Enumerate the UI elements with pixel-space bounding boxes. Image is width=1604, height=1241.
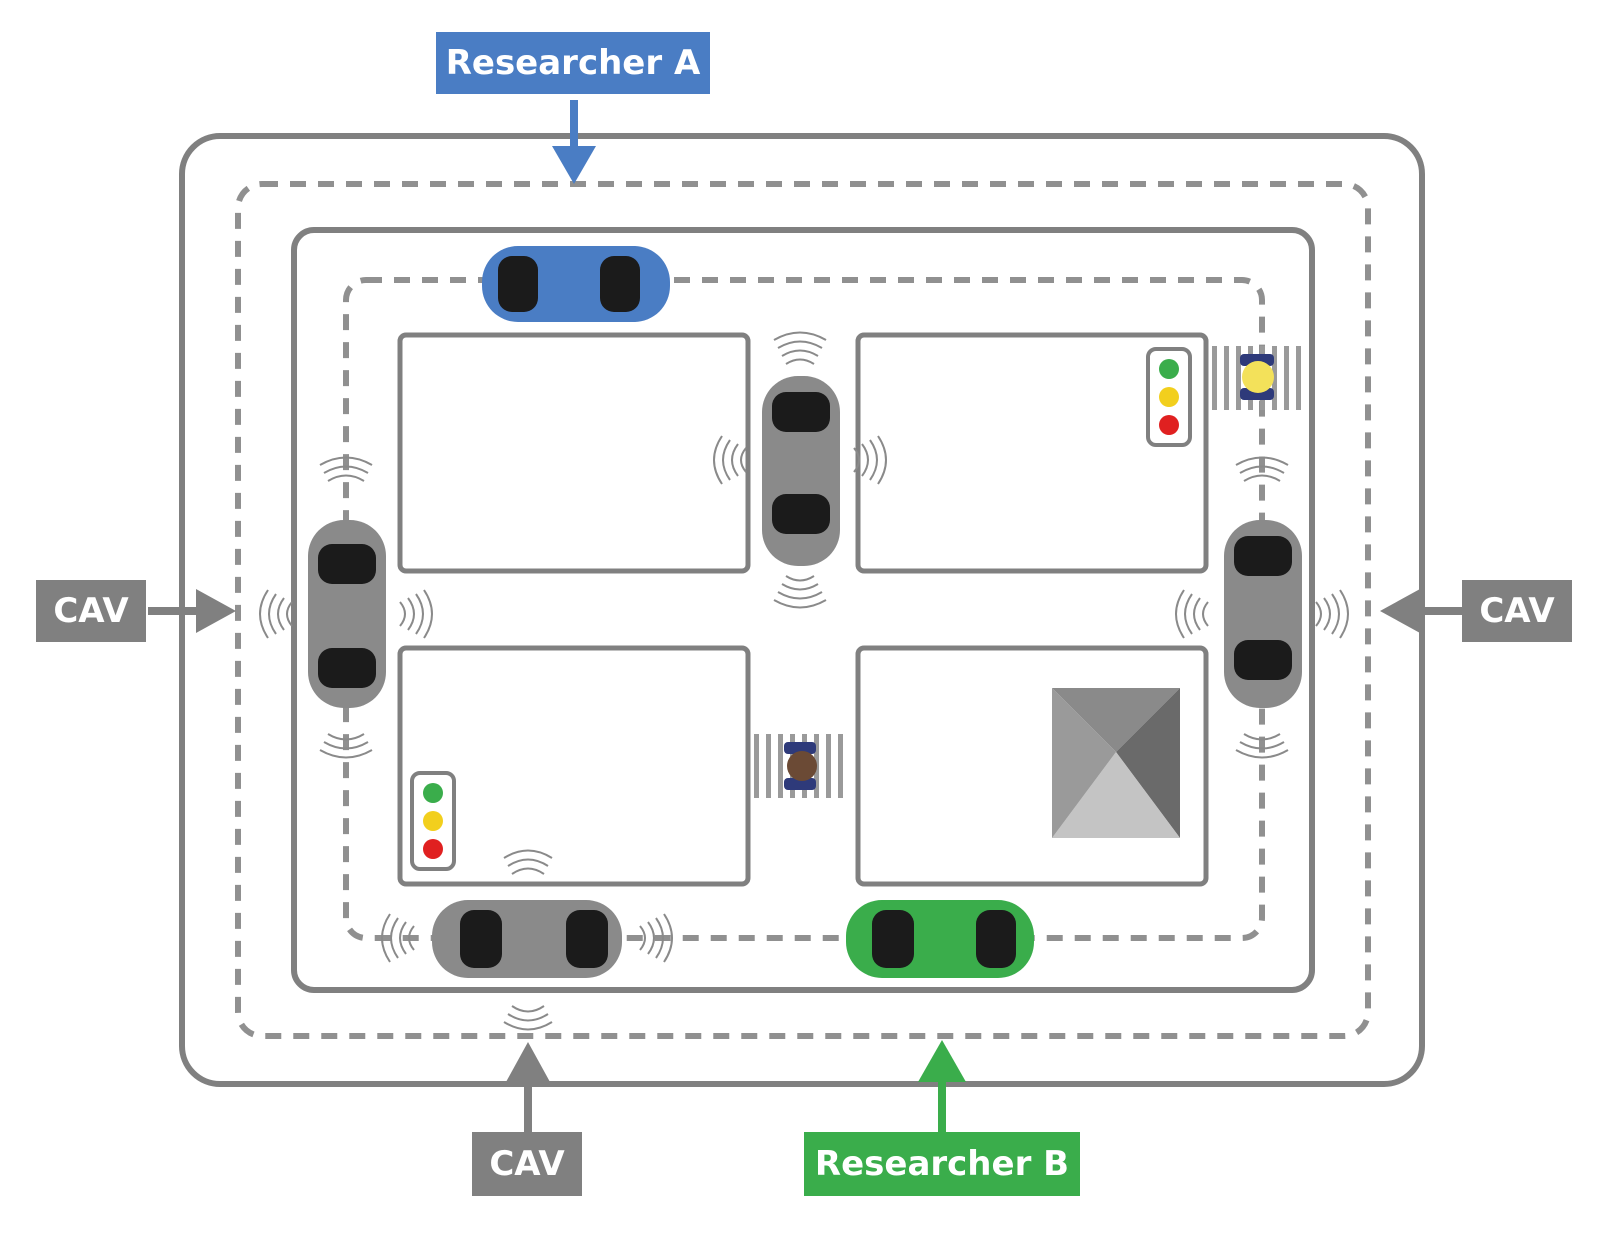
- pedestrian-icon-top-right: [1240, 354, 1274, 400]
- label-researcher-a-text: Researcher A: [445, 43, 701, 83]
- gray-car-top-center: [762, 376, 840, 566]
- outer-dashed-lane: [235, 181, 1371, 1039]
- label-cav-left: CAV: [36, 580, 146, 642]
- traffic-light-bottom-left: [410, 771, 456, 871]
- arrow-cav-right: [1380, 589, 1468, 633]
- gray-car-right: [1224, 520, 1302, 708]
- block-top-left: [397, 332, 751, 574]
- label-cav-right-text: CAV: [1479, 591, 1555, 631]
- block-bottom-left: [397, 645, 751, 887]
- label-researcher-b-text: Researcher B: [814, 1144, 1070, 1184]
- label-cav-bottom: CAV: [472, 1132, 582, 1196]
- sensor-waves: [259, 331, 1349, 1031]
- gray-car-left: [308, 520, 386, 708]
- label-researcher-b: Researcher B: [804, 1132, 1080, 1196]
- gray-car-bottom-left: [432, 900, 622, 978]
- blue-car: [482, 246, 670, 322]
- traffic-light-top-right: [1146, 347, 1192, 447]
- label-cav-right: CAV: [1462, 580, 1572, 642]
- label-cav-bottom-text: CAV: [489, 1144, 565, 1184]
- green-car: [846, 900, 1034, 978]
- arrow-researcher-b: [918, 1040, 966, 1132]
- arrow-researcher-a: [552, 100, 596, 184]
- arrow-cav-bottom: [506, 1042, 550, 1134]
- pedestrian-icon-bottom-center: [784, 742, 817, 790]
- building-icon: [1052, 688, 1180, 838]
- label-cav-left-text: CAV: [53, 591, 129, 631]
- inner-road-boundary: [291, 227, 1315, 993]
- label-researcher-a: Researcher A: [436, 32, 710, 94]
- arrow-cav-left: [148, 589, 236, 633]
